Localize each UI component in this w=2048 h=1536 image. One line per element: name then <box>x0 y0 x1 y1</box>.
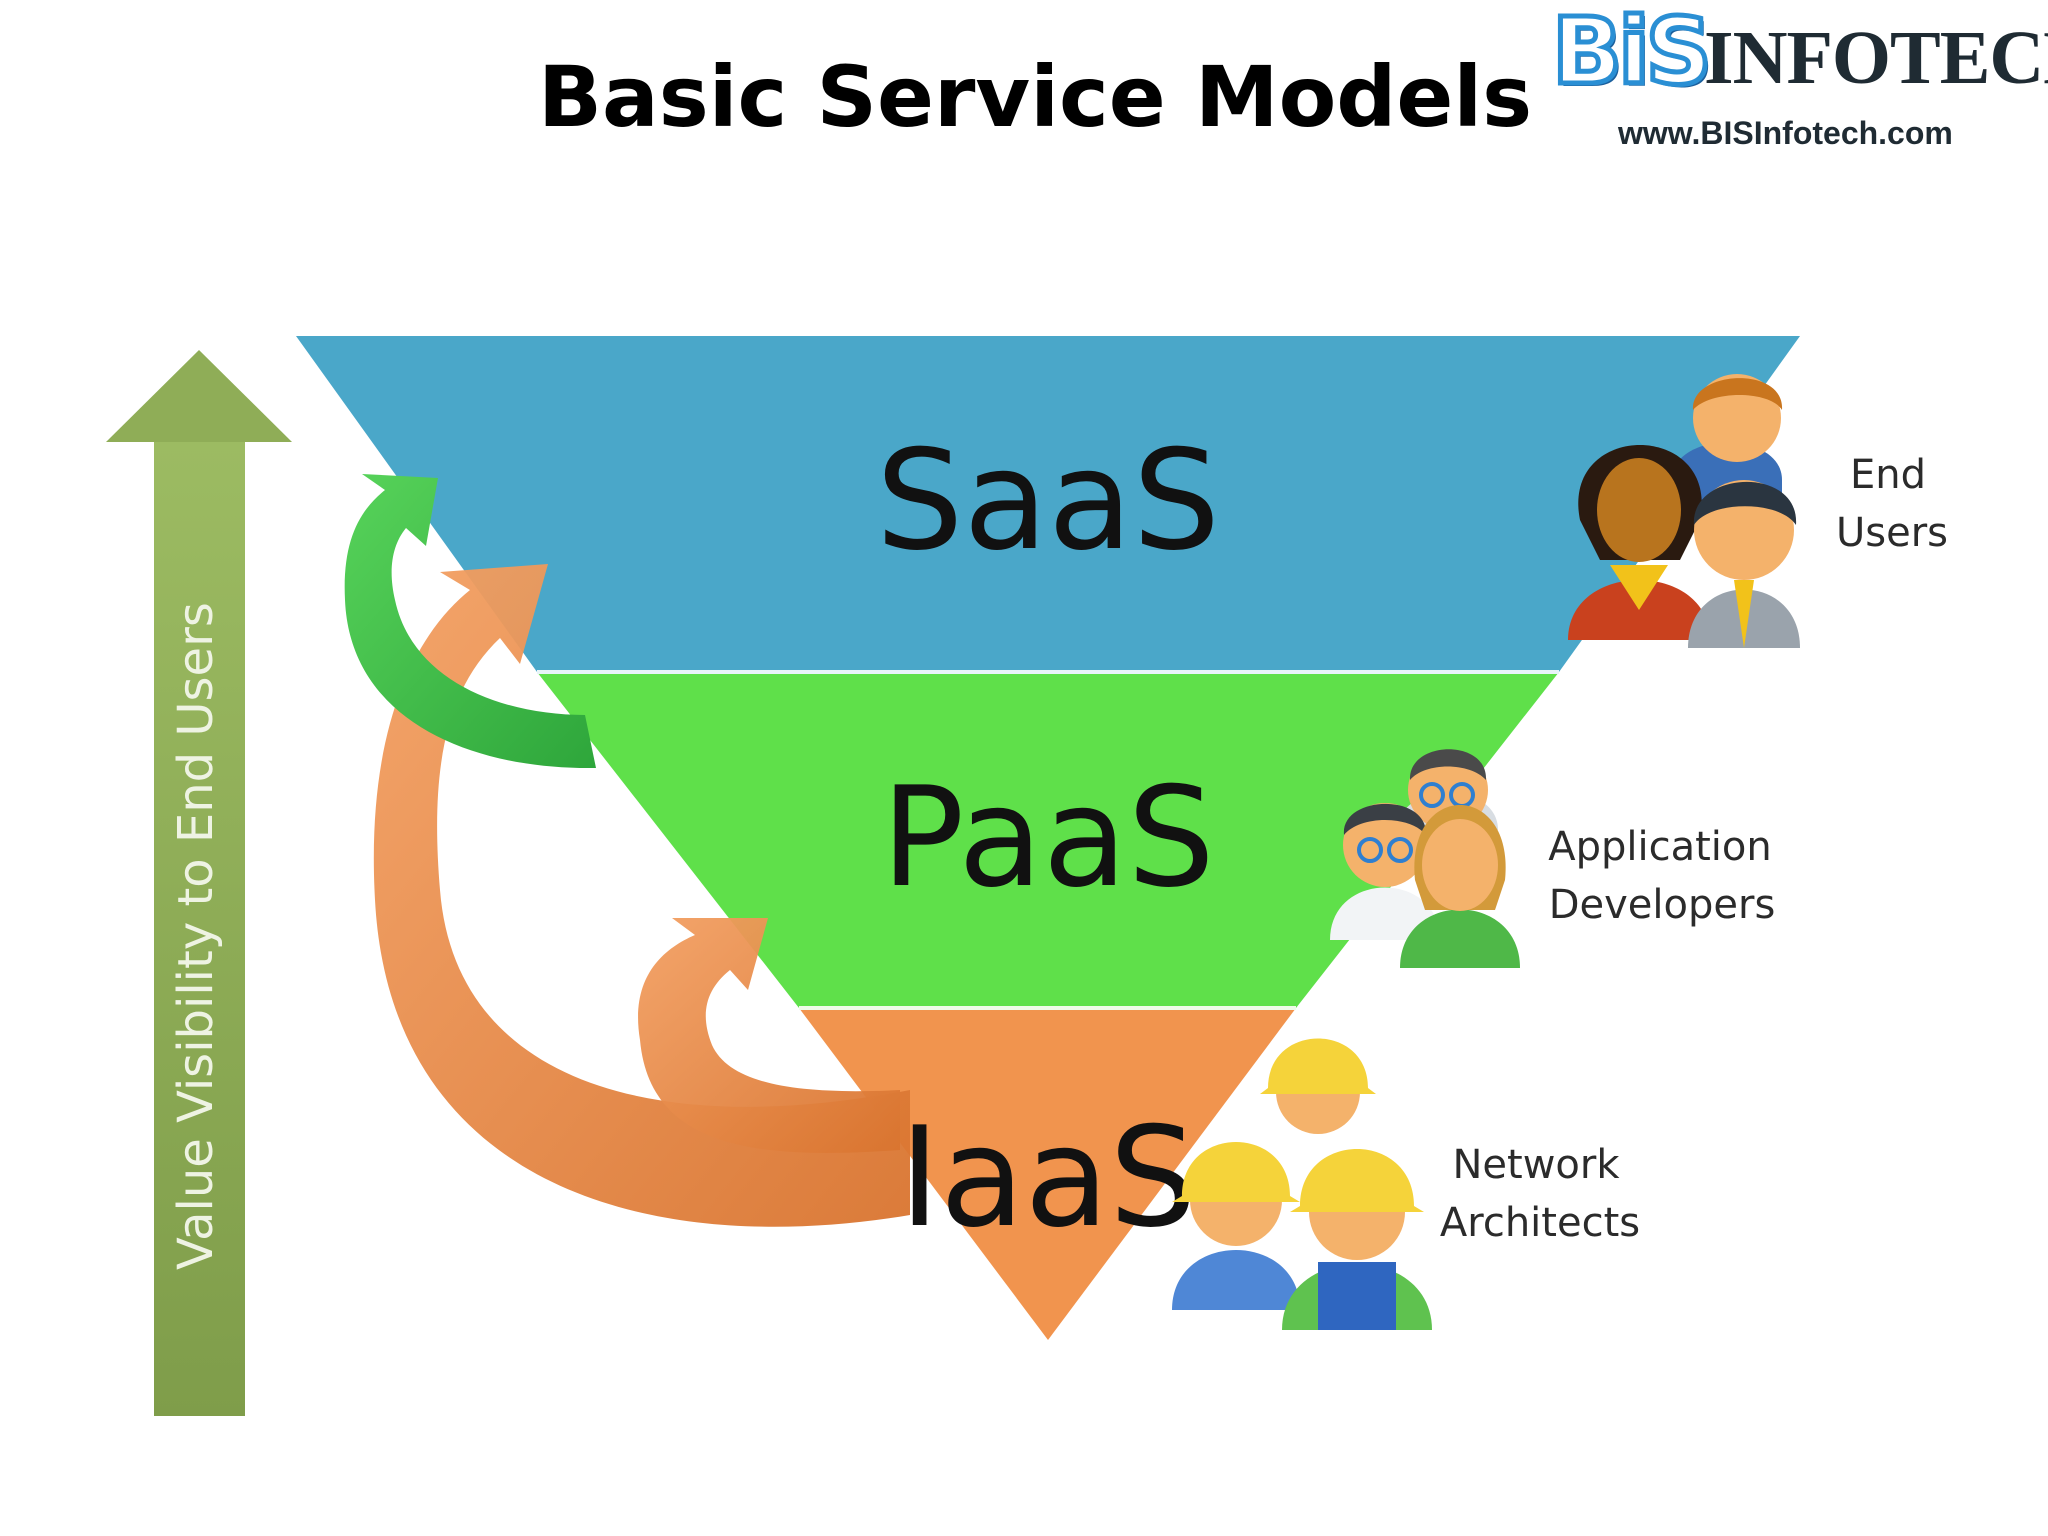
iaas-to-saas-arrow <box>373 564 910 1227</box>
end-users-label-line2: Users <box>1836 510 1948 556</box>
application-developers-people-icon <box>1330 749 1520 968</box>
end-users-people-icon <box>1568 374 1800 648</box>
logo-mark: BiS <box>1550 0 1715 105</box>
paas-tier <box>537 672 1559 1008</box>
iaas-tier <box>799 1008 1296 1340</box>
logo-wordmark: INFOTECH <box>1704 16 2048 100</box>
iaas-label: IaaS <box>899 1097 1196 1258</box>
value-arrow-shaft <box>154 442 245 1416</box>
orange-flow-arrows <box>373 564 910 1227</box>
iaas-to-paas-arrow <box>638 918 900 1153</box>
paas-label: PaaS <box>881 757 1215 918</box>
paas-to-saas-arrow <box>344 474 596 769</box>
saas-tier <box>296 336 1800 672</box>
logo-url: www.BISInfotech.com <box>1618 115 1953 151</box>
value-arrow-head <box>106 350 292 442</box>
service-tier-triangle <box>296 336 1800 1340</box>
network-architects-label-line2: Architects <box>1440 1200 1640 1246</box>
value-visibility-arrow: Value Visibility to End Users <box>106 350 292 1416</box>
value-axis-label: Value Visibility to End Users <box>168 602 224 1270</box>
end-users-label-line1: End <box>1850 452 1926 498</box>
company-logo: BiS INFOTECH www.BISInfotech.com <box>1548 0 2048 170</box>
app-developers-label-line1: Application <box>1548 824 1772 870</box>
saas-label: SaaS <box>876 420 1220 581</box>
page-title: Basic Service Models <box>538 48 1533 146</box>
app-developers-label-line2: Developers <box>1549 882 1776 928</box>
network-architects-people-icon <box>1172 1038 1432 1330</box>
green-flow-arrow <box>344 474 596 769</box>
network-architects-label-line1: Network <box>1452 1142 1620 1188</box>
